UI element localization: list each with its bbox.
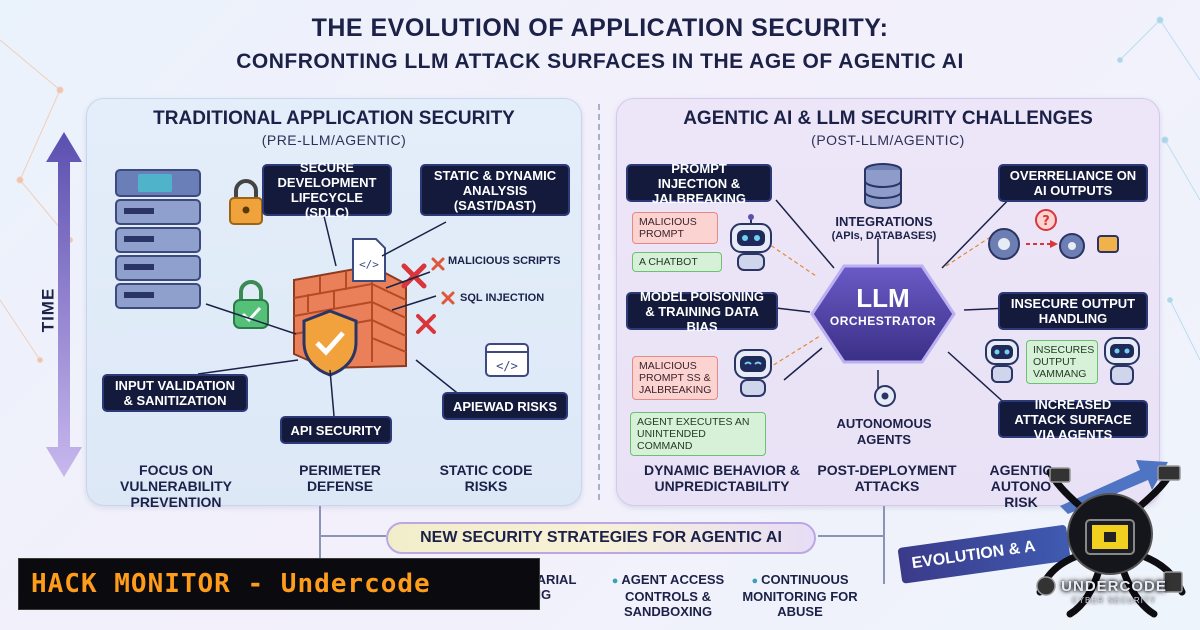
sast-dast-label: STATIC & DYNAMIC ANALYSIS (SAST/DAST) xyxy=(420,164,570,216)
llm-orchestrator-label: LLM ORCHESTRATOR xyxy=(808,284,958,328)
robot-icon xyxy=(730,214,772,271)
robot-icon-2 xyxy=(734,349,772,397)
malicious-scripts-label: MALICIOUS SCRIPTS xyxy=(448,255,561,267)
api-security-label: API SECURITY xyxy=(280,416,392,444)
footer-vulnerability-prevention: FOCUS ON VULNERABILITY PREVENTION xyxy=(120,462,232,510)
strategy-bracket xyxy=(319,506,885,584)
bullet-icon: ● xyxy=(611,575,619,587)
insecure-output-label: INSECURE OUTPUT HANDLING xyxy=(998,292,1148,330)
increased-surface-label: INCREASED ATTACK SURFACE VIA AGENTS xyxy=(998,397,1148,442)
sdlc-label: SECURE DEVELOPMENT LIFECYCLE (SDLC) xyxy=(262,160,392,220)
footer-agentic-autonomy: AGENTIC AUTONO RISK xyxy=(986,462,1056,510)
robot-icon-4 xyxy=(1104,337,1140,385)
server-icon xyxy=(115,169,201,309)
footer-static-code-risks: STATIC CODE RISKS xyxy=(439,462,533,494)
model-poisoning-label: MODEL POISONING & TRAINING DATA BIAS xyxy=(626,289,778,334)
overreliance-label: OVERRELIANCE ON AI OUTPUTS xyxy=(998,164,1148,202)
undercode-octopus-logo-icon xyxy=(1036,465,1186,618)
strategy-access-controls: ●AGENT ACCESS CONTROLS & SANDBOXING xyxy=(604,572,732,619)
footer-agentic-l2: AUTONO xyxy=(990,478,1052,494)
strategy-monitoring: ●CONTINUOUS MONITORING FOR ABUSE xyxy=(742,572,858,619)
panel-divider xyxy=(598,104,600,500)
gears-icon: ? xyxy=(988,209,1119,260)
svg-text:</>: </> xyxy=(496,359,518,373)
strategy-access-text: AGENT ACCESS CONTROLS & SANDBOXING xyxy=(621,572,725,619)
strategy-monitoring-text: CONTINUOUS MONITORING FOR ABUSE xyxy=(742,572,858,619)
footer-perimeter-defense: PERIMETER DEFENSE xyxy=(299,462,381,494)
sql-injection-label: SQL INJECTION xyxy=(460,292,545,304)
footer-agentic-l1: AGENTIC xyxy=(989,462,1053,478)
svg-text:</>: </> xyxy=(359,258,379,271)
malicious-prompt-box-2: MALICIOUS PROMPT SS & JALBREAKING xyxy=(632,356,718,400)
chatbot-box: A CHATBOT xyxy=(632,252,722,272)
red-x-icon-2 xyxy=(416,314,436,334)
red-x-icon xyxy=(401,263,427,289)
right-panel-subtitle: (POST-LLM/AGENTIC) xyxy=(811,132,965,148)
insecures-output-box: INSECURES OUTPUT VAMMANG xyxy=(1026,340,1098,384)
malicious-prompt-box: MALICIOUS PROMPT xyxy=(632,212,718,244)
page-subtitle: CONFRONTING LLM ATTACK SURFACES IN THE A… xyxy=(236,50,964,73)
robot-icon-3 xyxy=(985,339,1019,383)
time-axis-label: TIME xyxy=(38,287,58,333)
svg-text:?: ? xyxy=(1042,214,1050,229)
time-arrow-icon xyxy=(46,132,82,477)
strategies-title: NEW SECURITY STRATEGIES FOR AGENTIC AI xyxy=(386,522,816,554)
orchestrator-label: ORCHESTRATOR xyxy=(829,314,937,328)
strategy-partial-l1: SARIAL xyxy=(528,572,577,587)
right-panel-title: AGENTIC AI & LLM SECURITY CHALLENGES xyxy=(683,108,1093,129)
left-panel-title: TRADITIONAL APPLICATION SECURITY xyxy=(153,108,515,129)
page-title: THE EVOLUTION OF APPLICATION SECURITY: xyxy=(311,14,889,42)
left-connectors xyxy=(197,215,467,417)
hack-monitor-banner: HACK MONITOR - Undercode xyxy=(18,558,540,610)
code-document-icon: </> xyxy=(352,238,386,282)
small-x-icon-2 xyxy=(441,291,455,305)
green-lock-icon xyxy=(233,280,269,329)
integrations-sub-label: (APIs, DATABASES) xyxy=(831,230,937,242)
left-panel-subtitle: (PRE-LLM/AGENTIC) xyxy=(261,132,407,148)
bullet-icon-2: ● xyxy=(751,575,759,587)
database-icon xyxy=(864,163,902,209)
code-window-icon: </> xyxy=(485,343,529,377)
footer-post-deployment: POST-DEPLOYMENT ATTACKS xyxy=(817,462,957,494)
undercode-logo-subtext: CYBER SECURITY xyxy=(1071,596,1157,605)
undercode-logo-text: UNDERCODE xyxy=(1061,578,1167,595)
shield-icon xyxy=(302,309,358,377)
api-risks-label: APIEWAD RISKS xyxy=(442,392,568,420)
autonomous-agents-label: AUTONOMOUS AGENTS xyxy=(836,416,932,447)
prompt-injection-label: PROMPT INJECTION & JALBREAKING xyxy=(626,161,772,206)
llm-label: LLM xyxy=(856,283,910,313)
agent-executes-box: AGENT EXECUTES AN UNINTENDED COMMAND xyxy=(630,412,766,456)
input-validation-label: INPUT VALIDATION & SANITIZATION xyxy=(102,374,248,412)
autonomous-gear-icon xyxy=(874,385,896,407)
footer-agentic-l3: RISK xyxy=(1004,494,1038,510)
llm-orchestrator-icon xyxy=(810,264,956,364)
footer-dynamic-behavior: DYNAMIC BEHAVIOR & UNPREDICTABILITY xyxy=(643,462,801,494)
small-x-icon xyxy=(431,257,445,271)
right-connectors xyxy=(747,191,1017,409)
integrations-label: INTEGRATIONS xyxy=(835,214,933,229)
